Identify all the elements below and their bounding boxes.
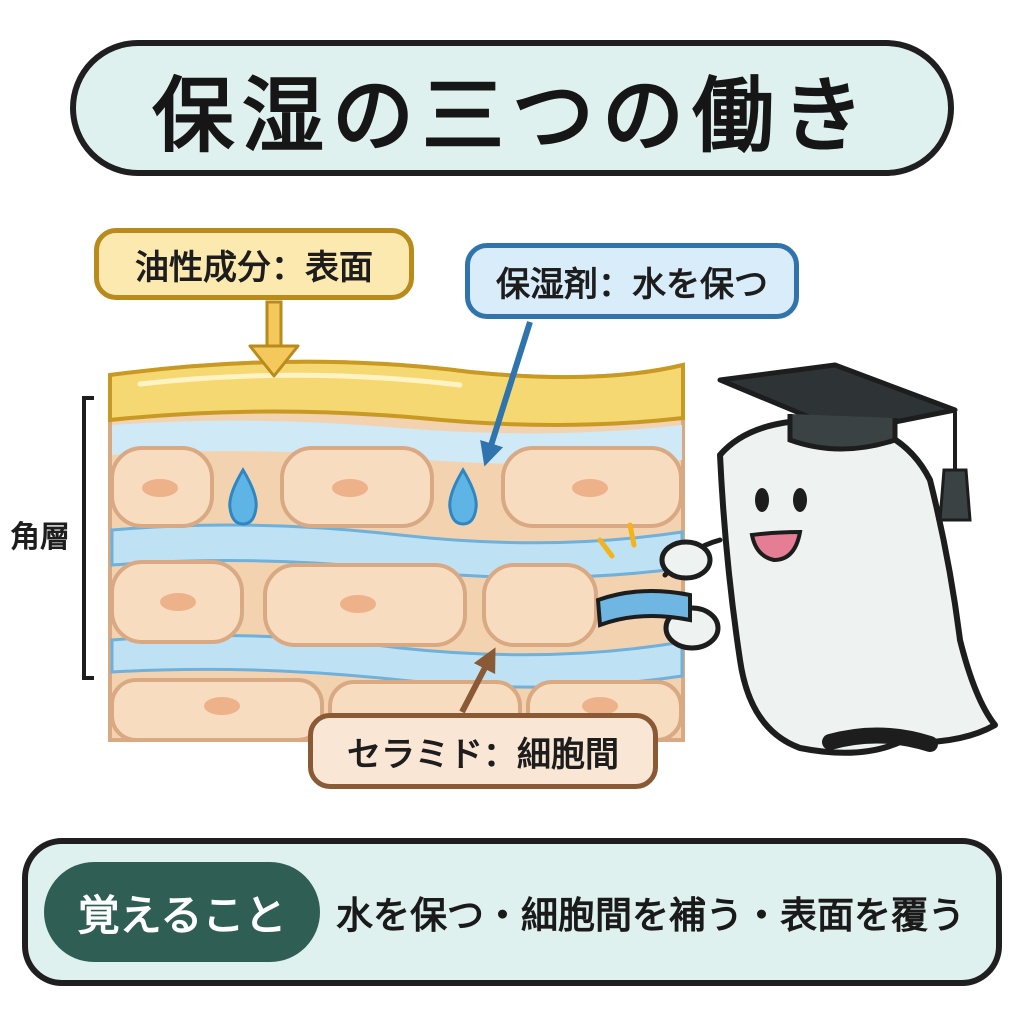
stratum-bracket [82, 396, 94, 680]
humectant-label: 保湿剤：水を保つ [465, 243, 799, 319]
oil-component-label: 油性成分：表面 [94, 228, 414, 300]
ceramide-arrow [459, 647, 496, 714]
cell [482, 563, 598, 647]
oil-arrow [248, 300, 300, 378]
humectant-arrow [480, 321, 533, 467]
summary-text: 水を保つ・細胞間を補う・表面を覆う [336, 894, 965, 937]
ceramide-label: セラミド：細胞間 [308, 713, 658, 789]
stratum-corneum-label: 角層 [10, 520, 70, 555]
page-title: 保湿の三つの働き [151, 68, 872, 164]
oil-layer [108, 359, 685, 427]
cells [110, 446, 683, 742]
summary-bar: 覚えること 水を保つ・細胞間を補う・表面を覆う [22, 838, 1002, 986]
title-banner: 保湿の三つの働き [70, 40, 954, 176]
water-drop-icon [228, 467, 478, 526]
summary-badge: 覚えること [44, 862, 320, 962]
graduation-cap-icon [717, 362, 972, 522]
